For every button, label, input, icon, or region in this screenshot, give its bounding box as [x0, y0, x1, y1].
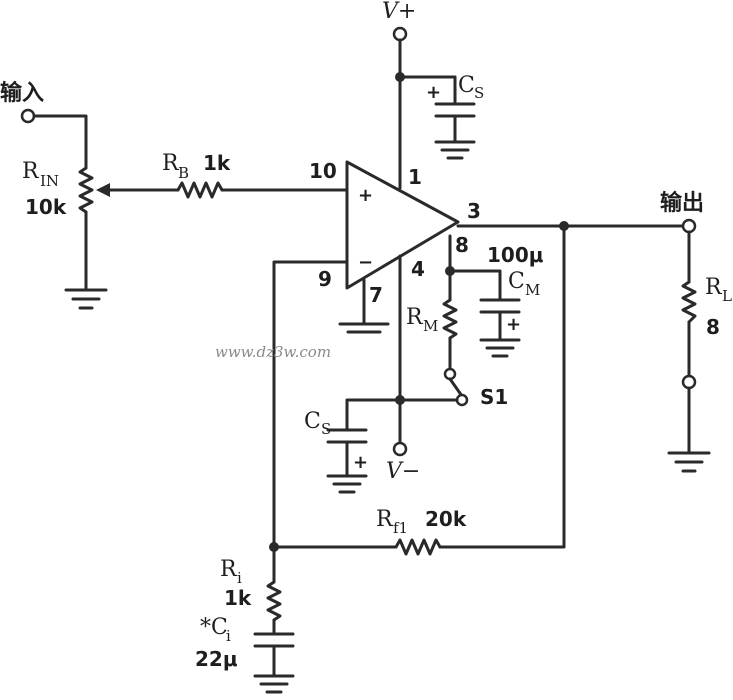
cs-bot-ground-icon	[326, 474, 368, 494]
ci-value: 22μ	[195, 647, 238, 671]
cs-bot-label: C	[304, 409, 321, 434]
input-terminal	[20, 108, 36, 124]
cs-top-label: C	[458, 73, 475, 98]
rin-label: R	[22, 159, 40, 184]
cm-wire	[448, 269, 502, 302]
rl-label: R	[705, 275, 723, 300]
rf1-label-sub: f1	[393, 519, 408, 537]
rb-value: 1k	[203, 151, 231, 175]
rb-resistor	[176, 181, 224, 199]
pin9-label: 9	[318, 267, 332, 291]
cs-bot-plus: +	[353, 452, 368, 473]
ri-resistor	[266, 580, 282, 622]
rf1-value: 20k	[425, 507, 467, 531]
rin-label-sub: IN	[40, 172, 59, 190]
vplus-label: V+	[382, 0, 416, 24]
pin1-label: 1	[408, 165, 422, 189]
input-wire	[32, 114, 88, 170]
rin-resistor	[78, 166, 94, 214]
rl-label-sub: L	[722, 287, 732, 305]
cs-bot-wire	[345, 398, 402, 432]
output-junction	[559, 221, 569, 231]
op-amp-symbol	[345, 160, 460, 290]
ci-label: *C	[200, 615, 228, 640]
cm-ground-icon	[479, 338, 521, 358]
vplus-terminal	[392, 26, 408, 42]
noninv-plus-sign: +	[358, 185, 373, 206]
cm-label-sub: M	[525, 281, 540, 299]
rf1-resistor	[394, 538, 442, 556]
output-label: 输出	[660, 190, 704, 216]
rb-label-sub: B	[178, 164, 189, 182]
cm-label: C	[508, 269, 525, 294]
cs-top-ground-icon	[434, 140, 476, 160]
rl-ground-icon	[667, 451, 711, 473]
rin-value: 10k	[25, 195, 67, 219]
cm-value: 100μ	[487, 243, 544, 267]
ri-label: R	[220, 557, 238, 582]
ci-ground-icon	[253, 674, 295, 694]
pin3-label: 3	[467, 199, 481, 223]
s1-label: S1	[480, 385, 508, 409]
watermark-text: www.dz3w.com	[215, 343, 331, 361]
rl-resistor	[681, 280, 697, 324]
inv-minus-sign: −	[358, 252, 373, 273]
cs-top-label-sub: S	[474, 84, 484, 102]
rm-resistor	[442, 298, 458, 340]
s1-blade	[448, 377, 464, 398]
pin7-ground-icon	[338, 322, 390, 334]
output-terminal	[681, 218, 697, 234]
rl-value: 8	[706, 315, 720, 339]
inv-input-wire	[272, 260, 349, 549]
cm-plus: +	[506, 314, 521, 335]
pin8-label: 8	[455, 233, 469, 257]
pin10-label: 10	[309, 159, 337, 183]
rf1-right-wire	[438, 224, 566, 549]
rm-label: R	[406, 305, 424, 330]
cs-top-plus: +	[426, 82, 441, 103]
vminus-terminal	[392, 441, 408, 457]
ci-label-sub: i	[226, 627, 231, 645]
rl-terminal	[681, 374, 697, 390]
rin-ground-icon	[64, 288, 108, 310]
rf1-label: R	[376, 507, 394, 532]
ri-label-sub: i	[237, 569, 242, 587]
cs-bot-label-sub: S	[321, 420, 331, 438]
vminus-label: V−	[386, 459, 420, 484]
rm-label-sub: M	[423, 317, 438, 335]
ri-value: 1k	[224, 586, 252, 610]
rb-label: R	[162, 151, 180, 176]
rin-wiper-arrow-icon	[96, 183, 110, 197]
pin7-label: 7	[369, 283, 383, 307]
pin4-label: 4	[411, 257, 425, 281]
input-label: 输入	[0, 80, 44, 106]
